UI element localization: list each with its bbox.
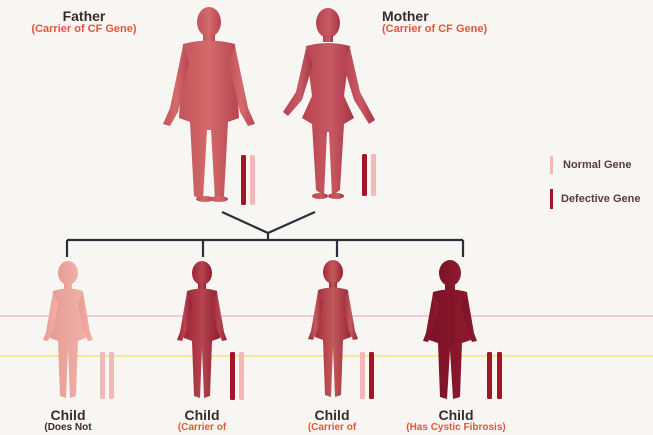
child-4-figure bbox=[423, 260, 477, 399]
defective-gene-chromosome bbox=[230, 352, 235, 400]
normal-gene-chromosome bbox=[239, 352, 244, 400]
defective-gene-chromosome bbox=[362, 154, 367, 196]
child-3-chromosomes bbox=[360, 352, 374, 399]
child-4-subtitle: (Has Cystic Fibrosis) bbox=[376, 423, 536, 434]
normal-gene-chromosome bbox=[371, 154, 376, 196]
child-2-title: Child bbox=[154, 408, 250, 423]
child-1-title: Child bbox=[20, 408, 116, 423]
mother-chromosomes bbox=[362, 154, 376, 196]
child-4-label: Child (Has Cystic Fibrosis) bbox=[376, 408, 536, 433]
normal-gene-chromosome bbox=[109, 352, 114, 399]
legend-normal-label: Normal Gene bbox=[563, 159, 631, 171]
child-1-figure bbox=[43, 261, 93, 398]
child-1-subtitle: (Does Not bbox=[20, 423, 116, 434]
normal-gene-chromosome bbox=[250, 155, 255, 205]
child-1-label: Child (Does Not bbox=[20, 408, 116, 433]
child-3-label: Child (Carrier of bbox=[284, 408, 380, 433]
normal-gene-chromosome bbox=[360, 352, 365, 399]
mother-subtitle: (Carrier of CF Gene) bbox=[382, 24, 487, 36]
legend-normal-swatch bbox=[550, 156, 553, 174]
defective-gene-chromosome bbox=[369, 352, 374, 399]
child-2-label: Child (Carrier of bbox=[154, 408, 250, 433]
mother-label: Mother (Carrier of CF Gene) bbox=[382, 9, 487, 35]
child-3-title: Child bbox=[284, 408, 380, 423]
child-2-figure bbox=[177, 261, 227, 398]
mother-figure bbox=[283, 8, 375, 199]
father-subtitle: (Carrier of CF Gene) bbox=[4, 24, 164, 36]
defective-gene-chromosome bbox=[241, 155, 246, 205]
family-tree-connector bbox=[67, 212, 463, 257]
father-title: Father bbox=[4, 9, 164, 24]
child-3-figure bbox=[308, 260, 358, 397]
child-2-subtitle: (Carrier of bbox=[154, 423, 250, 434]
defective-gene-chromosome bbox=[487, 352, 492, 399]
legend-defective-label: Defective Gene bbox=[561, 193, 653, 205]
child-4-title: Child bbox=[376, 408, 536, 423]
child-1-chromosomes bbox=[100, 352, 114, 399]
defective-gene-chromosome bbox=[497, 352, 502, 399]
child-4-chromosomes bbox=[487, 352, 502, 399]
normal-gene-chromosome bbox=[100, 352, 105, 399]
legend-defective-swatch bbox=[550, 189, 553, 209]
father-label: Father (Carrier of CF Gene) bbox=[4, 9, 164, 35]
mother-title: Mother bbox=[382, 9, 487, 24]
child-2-chromosomes bbox=[230, 352, 244, 400]
child-3-subtitle: (Carrier of bbox=[284, 423, 380, 434]
father-chromosomes bbox=[241, 155, 255, 205]
